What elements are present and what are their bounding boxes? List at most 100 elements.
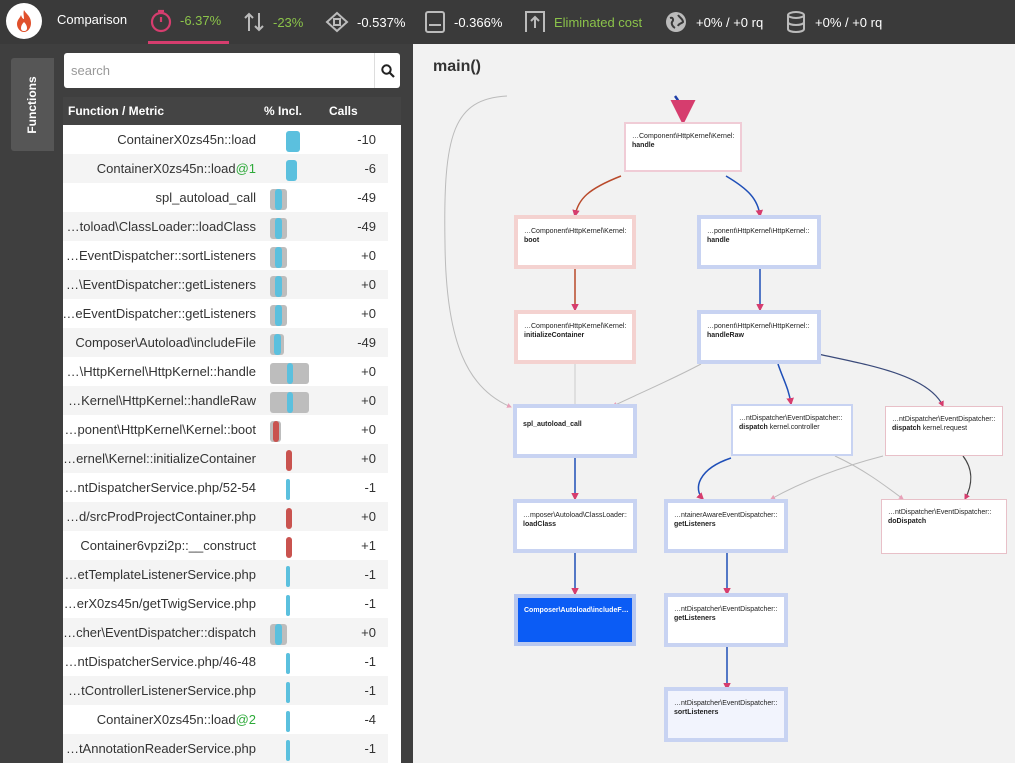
table-row[interactable]: ContainerX0zs45n::load -10 <box>63 125 388 154</box>
metric-value: -0.366% <box>454 14 503 30</box>
calls-value: -49 <box>357 219 376 234</box>
table-row[interactable]: …\EventDispatcher::getListeners+0 <box>63 270 388 299</box>
incl-bar <box>286 450 292 471</box>
metric-network[interactable]: +0% / +0 rq <box>664 0 763 44</box>
incl-bar <box>286 160 297 181</box>
calls-value: -10 <box>357 132 376 147</box>
cost-upload-icon <box>525 11 545 32</box>
calls-value: +0 <box>361 422 376 437</box>
tab-functions-label: Functions <box>25 76 39 134</box>
search-input[interactable] <box>64 53 374 88</box>
app-logo[interactable] <box>6 3 42 39</box>
incl-bar <box>286 711 290 732</box>
table-row[interactable]: …ernel\Kernel::initializeContainer+0 <box>63 444 388 473</box>
column-header-function[interactable]: Function / Metric <box>68 104 164 118</box>
table-row[interactable]: …ntDispatcherService.php/46-48-1 <box>63 647 388 676</box>
graph-node-handle-raw[interactable]: …ponent\HttpKernel\HttpKernel::handleRaw <box>697 310 821 364</box>
database-icon <box>787 11 805 34</box>
table-row[interactable]: …d/srcProdProjectContainer.php+0 <box>63 502 388 531</box>
tab-functions[interactable]: Functions <box>11 58 54 151</box>
table-row[interactable]: …eEventDispatcher::getListeners+0 <box>63 299 388 328</box>
function-name: …ponent\HttpKernel\Kernel::boot <box>64 422 256 437</box>
incl-bar <box>287 392 293 413</box>
table-row[interactable]: …Kernel\HttpKernel::handleRaw+0 <box>63 386 388 415</box>
calls-value: -1 <box>364 741 376 756</box>
graph-node-kernel-handle[interactable]: …Component\HttpKernel\Kernel::handle <box>624 122 742 172</box>
graph-node-dispatch-controller[interactable]: …ntDispatcher\EventDispatcher::dispatch … <box>731 404 853 456</box>
graph-node-include-file[interactable]: Composer\Autoload\includeF… <box>514 594 636 646</box>
incl-bar <box>275 305 282 326</box>
table-row[interactable]: …tControllerListenerService.php-1 <box>63 676 388 705</box>
graph-node-spl-autoload-call[interactable]: spl_autoload_call <box>513 404 637 458</box>
table-row[interactable]: ContainerX0zs45n::load@2 -4 <box>63 705 388 734</box>
cpu-icon <box>325 11 349 33</box>
metric-sql[interactable]: +0% / +0 rq <box>785 0 882 44</box>
graph-node-get-listeners[interactable]: …ntDispatcher\EventDispatcher::getListen… <box>664 593 788 647</box>
table-row[interactable]: …\HttpKernel\HttpKernel::handle +0 <box>63 357 388 386</box>
incl-bar <box>275 189 282 210</box>
call-graph: main() …Component\HttpKernel\Kernel::han… <box>413 44 1015 763</box>
graph-node-container-aware-get-listeners[interactable]: …ntainerAwareEventDispatcher::getListene… <box>664 499 788 553</box>
graph-node-sort-listeners[interactable]: …ntDispatcher\EventDispatcher::sortListe… <box>664 687 788 742</box>
table-row[interactable]: …tAnnotationReaderService.php -1 <box>63 734 388 763</box>
calls-value: +0 <box>361 393 376 408</box>
calls-value: +1 <box>361 538 376 553</box>
search-button[interactable] <box>374 53 400 88</box>
table-row[interactable]: …EventDispatcher::sortListeners +0 <box>63 241 388 270</box>
table-row[interactable]: spl_autoload_call-49 <box>63 183 388 212</box>
function-name: ContainerX0zs45n::load@2 <box>96 712 256 727</box>
table-row[interactable]: Composer\Autoload\includeFile-49 <box>63 328 388 357</box>
metric-cpu[interactable]: -0.537% <box>325 0 405 44</box>
incl-bar <box>286 479 290 500</box>
table-row[interactable]: …toload\ClassLoader::loadClass-49 <box>63 212 388 241</box>
incl-bar <box>286 682 290 703</box>
calls-value: +0 <box>361 364 376 379</box>
function-name: Composer\Autoload\includeFile <box>75 335 256 350</box>
table-row[interactable]: …etTemplateListenerService.php-1 <box>63 560 388 589</box>
table-row[interactable]: …erX0zs45n/getTwigService.php-1 <box>63 589 388 618</box>
column-header-calls[interactable]: Calls <box>329 104 358 118</box>
graph-node-kernel-boot[interactable]: …Component\HttpKernel\Kernel::boot <box>514 215 636 269</box>
network-globe-icon <box>666 12 686 32</box>
function-name: …tAnnotationReaderService.php <box>65 741 256 756</box>
function-name: …EventDispatcher::sortListeners <box>65 248 256 263</box>
edge <box>725 175 764 218</box>
calls-value: -1 <box>364 654 376 669</box>
table-row[interactable]: …ponent\HttpKernel\Kernel::boot +0 <box>63 415 388 444</box>
graph-node-dispatch-request[interactable]: …ntDispatcher\EventDispatcher::dispatch … <box>885 406 1003 456</box>
function-name: …etTemplateListenerService.php <box>64 567 257 582</box>
table-row[interactable]: …cher\EventDispatcher::dispatch+0 <box>63 618 388 647</box>
graph-title: main() <box>433 58 481 75</box>
metric-memory[interactable]: -0.366% <box>424 0 502 44</box>
function-name: ContainerX0zs45n::load <box>117 132 256 147</box>
metric-wall-time[interactable]: -6.37% <box>148 0 229 44</box>
table-row[interactable]: …ntDispatcherService.php/52-54-1 <box>63 473 388 502</box>
metric-cost[interactable]: Eliminated cost <box>524 0 642 44</box>
table-row[interactable]: Container6vpzi2p::__construct+1 <box>63 531 388 560</box>
search-icon <box>380 63 395 78</box>
calls-value: +0 <box>361 248 376 263</box>
edge <box>834 455 904 500</box>
metric-value: Eliminated cost <box>554 14 643 30</box>
incl-bar <box>275 276 282 297</box>
calls-value: -1 <box>364 480 376 495</box>
incl-bar <box>286 537 292 558</box>
page-title[interactable]: Comparison <box>57 12 128 27</box>
calls-value: +0 <box>361 625 376 640</box>
graph-node-load-class[interactable]: …mposer\Autoload\ClassLoader::loadClass <box>513 499 637 553</box>
calls-value: -4 <box>364 712 376 727</box>
function-name: …d/srcProdProjectContainer.php <box>65 509 256 524</box>
graph-node-initialize-container[interactable]: …Component\HttpKernel\Kernel::initialize… <box>514 310 636 364</box>
metric-io[interactable]: -23% <box>243 0 303 44</box>
calls-value: +0 <box>361 451 376 466</box>
graph-node-do-dispatch[interactable]: …ntDispatcher\EventDispatcher::doDispatc… <box>881 499 1007 554</box>
column-header-incl[interactable]: % Incl. <box>264 104 303 118</box>
incl-bar <box>274 334 281 355</box>
graph-node-httpkernel-handle[interactable]: …ponent\HttpKernel\HttpKernel::handle <box>697 215 821 269</box>
table-row[interactable]: ContainerX0zs45n::load@1-6 <box>63 154 388 183</box>
calls-value: -49 <box>357 190 376 205</box>
function-name: …\HttpKernel\HttpKernel::handle <box>66 364 256 379</box>
calls-value: -1 <box>364 596 376 611</box>
metric-value: +0% / +0 rq <box>696 14 764 30</box>
function-name: …\EventDispatcher::getListeners <box>65 277 256 292</box>
